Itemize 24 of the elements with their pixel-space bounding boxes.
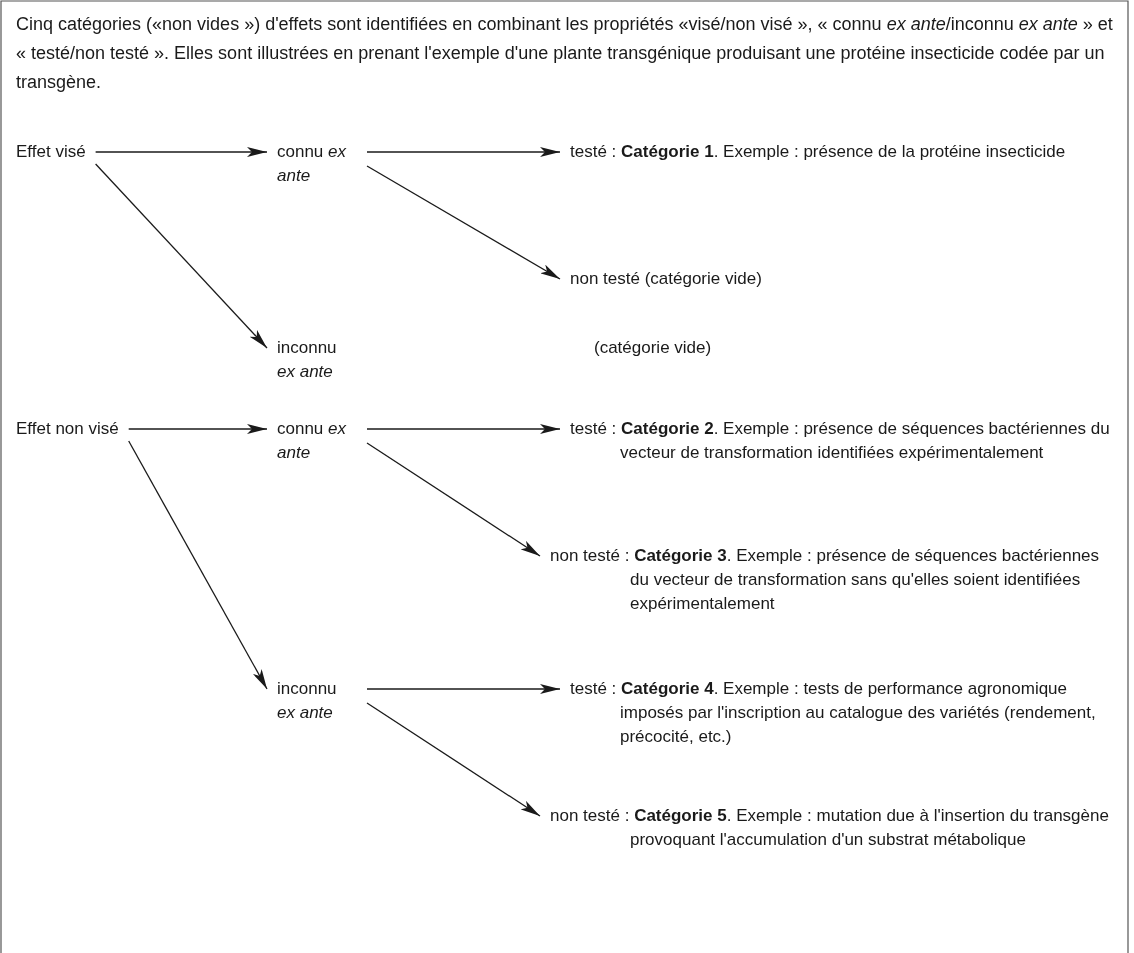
arrow — [94, 147, 268, 157]
node-text: testé : Catégorie 4. Exemple : tests de performance agronomique imposés par l'inscription au catalogue des variétés (rendement, précocité, etc.) — [560, 677, 1130, 749]
node-text: connu ex ante — [267, 417, 367, 465]
arrow — [128, 424, 268, 434]
arrow — [366, 442, 541, 557]
node-text: non testé : Catégorie 5. Exemple : mutation due à l'insertion du transgène provoquant l'accumulation d'un substrat métabolique — [540, 804, 1130, 852]
arrow — [128, 440, 268, 690]
arrow — [94, 163, 268, 349]
arrow — [366, 684, 561, 694]
node-text: connu ex ante — [267, 140, 367, 188]
node-text: Effet non visé — [6, 417, 129, 441]
node-text: non testé : Catégorie 3. Exemple : présence de séquences bactériennes du vecteur de transformation sans qu'elles soient identifiées expérimentalement — [540, 544, 1130, 616]
node-text: testé : Catégorie 2. Exemple : présence de séquences bactériennes du vecteur de transformation identifiées expérimentalement — [560, 417, 1130, 465]
node-text: testé : Catégorie 1. Exemple : présence de la protéine insecticide — [560, 140, 1130, 164]
node-text: non testé (catégorie vide) — [560, 267, 772, 291]
intro-paragraph: Cinq catégories («non vides ») d'effets sont identifiées en combinant les propriétés «visé/non visé », « connu ex ante/inconnu ex ante » et « testé/non testé ». Elles sont illustrées en prenant l'exemple d'une plante transgénique produisant une protéine insecticide codée par un transgène. — [16, 13, 1114, 94]
arrow — [366, 702, 541, 817]
node-text: Effet visé — [6, 140, 96, 164]
node-text: inconnu ex ante — [267, 677, 367, 725]
arrow — [366, 424, 561, 434]
note-text: (catégorie vide) — [594, 337, 712, 359]
node-text: inconnu ex ante — [267, 336, 367, 384]
arrow — [366, 165, 561, 280]
arrow — [366, 147, 561, 157]
